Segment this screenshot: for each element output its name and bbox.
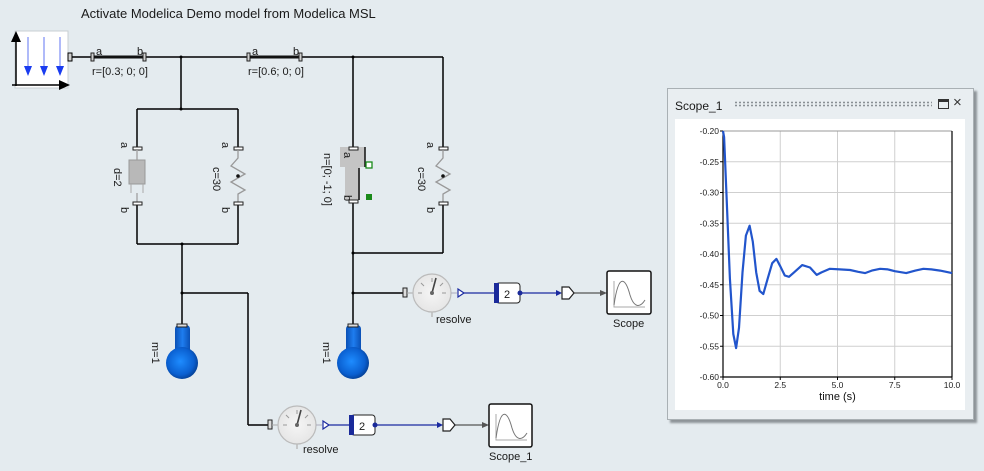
extractor-block-2[interactable]: 2 bbox=[349, 414, 378, 436]
world-block[interactable] bbox=[11, 30, 73, 90]
x-tick-label: 5.0 bbox=[832, 380, 844, 390]
y-tick-label: -0.40 bbox=[700, 249, 720, 259]
spring1-port-a-label: a bbox=[219, 142, 231, 149]
maximize-icon[interactable] bbox=[938, 99, 949, 109]
signal-converter-2[interactable] bbox=[442, 418, 456, 432]
extractor2-value: 2 bbox=[359, 421, 365, 433]
absolute-sensor-2[interactable]: resolve bbox=[267, 405, 338, 456]
world-frame-port[interactable] bbox=[67, 52, 73, 62]
scope-wave-icon bbox=[495, 413, 528, 441]
x-tick-label: 0.0 bbox=[717, 380, 729, 390]
scope-block-label: Scope bbox=[613, 318, 644, 330]
y-tick-label: -0.30 bbox=[700, 188, 720, 198]
scope-1-block[interactable]: Scope_1 bbox=[488, 403, 533, 463]
prismatic-port-a-label: a bbox=[341, 152, 353, 159]
spring-2[interactable]: a b c=30 bbox=[415, 142, 452, 213]
y-tick-label: -0.45 bbox=[700, 280, 720, 290]
wires bbox=[72, 56, 444, 426]
bar1-port-b-label: b bbox=[137, 46, 143, 58]
x-axis-title: time (s) bbox=[819, 391, 856, 403]
scope-window-titlebar[interactable]: Scope_1 × bbox=[668, 89, 973, 119]
spring2-param-label: c=30 bbox=[415, 167, 427, 191]
signal-converter-1[interactable] bbox=[561, 286, 575, 300]
y-tick-label: -0.35 bbox=[700, 218, 720, 228]
fixed-translation-bar-2[interactable]: a b r=[0.6; 0; 0] bbox=[246, 46, 304, 78]
y-tick-label: -0.55 bbox=[700, 341, 720, 351]
scope-block[interactable]: Scope bbox=[606, 270, 652, 330]
prismatic-port-b-label: b bbox=[341, 195, 353, 201]
spring1-param-label: c=30 bbox=[210, 167, 222, 191]
spring2-port-b-label: b bbox=[424, 207, 436, 213]
sensor2-label: resolve bbox=[303, 444, 338, 456]
bar2-port-a-label: a bbox=[252, 46, 259, 58]
damper-port-a-label: a bbox=[118, 142, 130, 149]
world-gravity-icon bbox=[11, 31, 70, 90]
bar1-param-label: r=[0.3; 0; 0] bbox=[92, 66, 148, 78]
scope-window[interactable]: Scope_1 × -0.20 -0.25 -0.30 -0.35 -0.40 -0.45… bbox=[667, 88, 974, 420]
scope-window-title: Scope_1 bbox=[675, 99, 723, 113]
signal-wires bbox=[329, 290, 607, 428]
plot-panel: -0.20 -0.25 -0.30 -0.35 -0.40 -0.45 -0.50 -0.55… bbox=[675, 119, 965, 410]
prismatic-param-label: n=[0; -1; 0] bbox=[321, 153, 333, 206]
prismatic-joint[interactable]: a b n=[0; -1; 0] bbox=[321, 146, 373, 206]
body-mass-1[interactable]: m=1 bbox=[149, 323, 198, 379]
bar2-param-label: r=[0.6; 0; 0] bbox=[248, 66, 304, 78]
body-mass-2[interactable]: m=1 bbox=[320, 323, 369, 379]
extractor1-value: 2 bbox=[504, 289, 510, 301]
spring2-port-a-label: a bbox=[424, 142, 436, 149]
prismatic-support-port[interactable] bbox=[365, 161, 373, 169]
y-tick-label: -0.20 bbox=[700, 126, 720, 136]
damper-port-b-label: b bbox=[118, 207, 130, 213]
scope-wave-icon bbox=[613, 280, 646, 308]
mass1-param-label: m=1 bbox=[149, 342, 161, 364]
damper-param-label: d=2 bbox=[111, 168, 123, 187]
absolute-sensor-1[interactable]: resolve bbox=[402, 273, 471, 326]
bar1-port-a-label: a bbox=[96, 46, 103, 58]
prismatic-axis-port[interactable] bbox=[366, 194, 372, 200]
x-tick-label: 2.5 bbox=[774, 380, 786, 390]
sensor1-label: resolve bbox=[436, 314, 471, 326]
mass2-param-label: m=1 bbox=[320, 342, 332, 364]
extractor-block-1[interactable]: 2 bbox=[494, 282, 523, 304]
scope-1-block-label: Scope_1 bbox=[489, 451, 532, 463]
diagram-title: Activate Modelica Demo model from Modeli… bbox=[81, 6, 376, 21]
drag-grip-icon[interactable] bbox=[734, 101, 932, 107]
y-tick-label: -0.25 bbox=[700, 157, 720, 167]
y-tick-label: -0.50 bbox=[700, 311, 720, 321]
bar2-port-b-label: b bbox=[293, 46, 299, 58]
fixed-translation-bar-1[interactable]: a b r=[0.3; 0; 0] bbox=[90, 46, 148, 78]
close-icon[interactable]: × bbox=[953, 94, 962, 111]
scope-plot: -0.20 -0.25 -0.30 -0.35 -0.40 -0.45 -0.50 -0.55… bbox=[700, 126, 961, 403]
x-tick-label: 10.0 bbox=[944, 380, 961, 390]
x-tick-label: 7.5 bbox=[889, 380, 901, 390]
y-tick-label: -0.60 bbox=[700, 372, 720, 382]
damper[interactable]: a b d=2 bbox=[111, 142, 146, 213]
spring1-port-b-label: b bbox=[219, 207, 231, 213]
spring-1[interactable]: a b c=30 bbox=[210, 142, 247, 213]
series-line bbox=[721, 130, 953, 350]
